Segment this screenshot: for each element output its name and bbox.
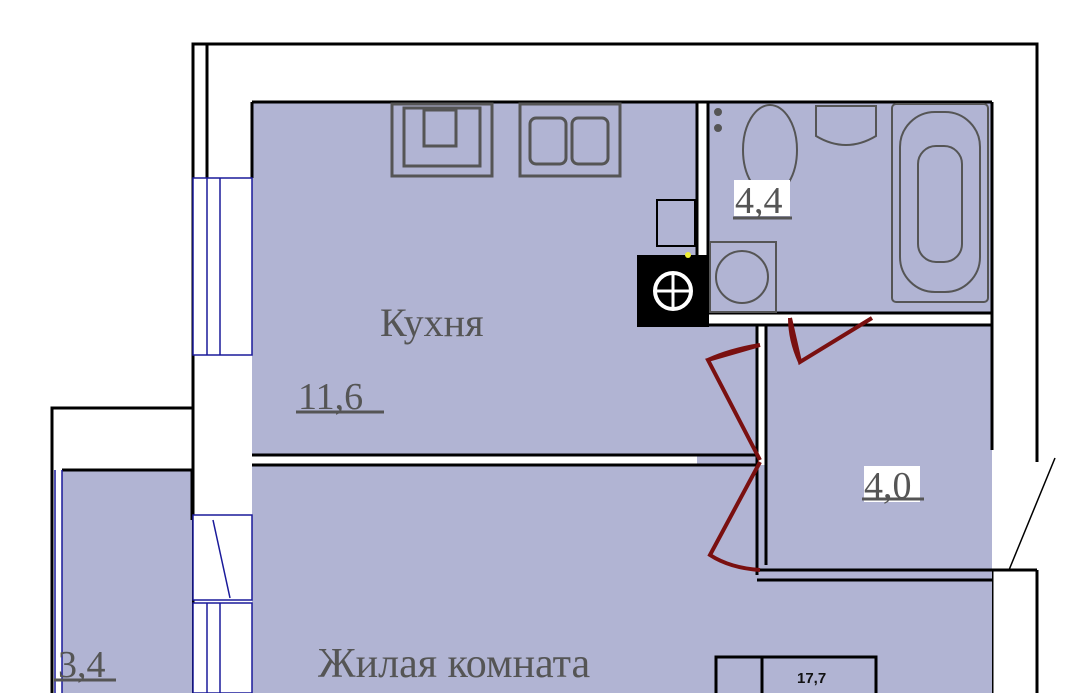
hall-area: 4,0 (864, 465, 912, 507)
living-area: 17,7 (797, 670, 826, 687)
bathroom-door[interactable] (788, 316, 874, 366)
balcony-door (192, 514, 253, 601)
living-area-box (714, 655, 878, 693)
interior-doors[interactable] (705, 316, 874, 572)
bathtub-icon (891, 103, 989, 303)
interior-walls (62, 100, 994, 582)
bathroom-fixtures (709, 103, 989, 313)
kitchen-door[interactable] (705, 343, 762, 461)
living-window (192, 602, 253, 693)
kitchen-fixtures (390, 102, 696, 247)
washbasin-icon (815, 105, 877, 146)
entrance-door[interactable] (1008, 457, 1056, 571)
kitchen-floor (252, 102, 697, 455)
living-door[interactable] (707, 461, 762, 572)
stove-icon (390, 102, 494, 178)
living-name: Жилая комната (318, 641, 590, 687)
windows (54, 177, 253, 693)
washing-machine-icon (709, 241, 777, 313)
gas-meter-icon (656, 199, 696, 247)
balcony-floor (62, 470, 192, 693)
sink-icon (518, 102, 622, 178)
kitchen-window (192, 177, 253, 356)
kitchen-name: Кухня (380, 300, 483, 345)
bathroom-area: 4,4 (735, 180, 783, 222)
